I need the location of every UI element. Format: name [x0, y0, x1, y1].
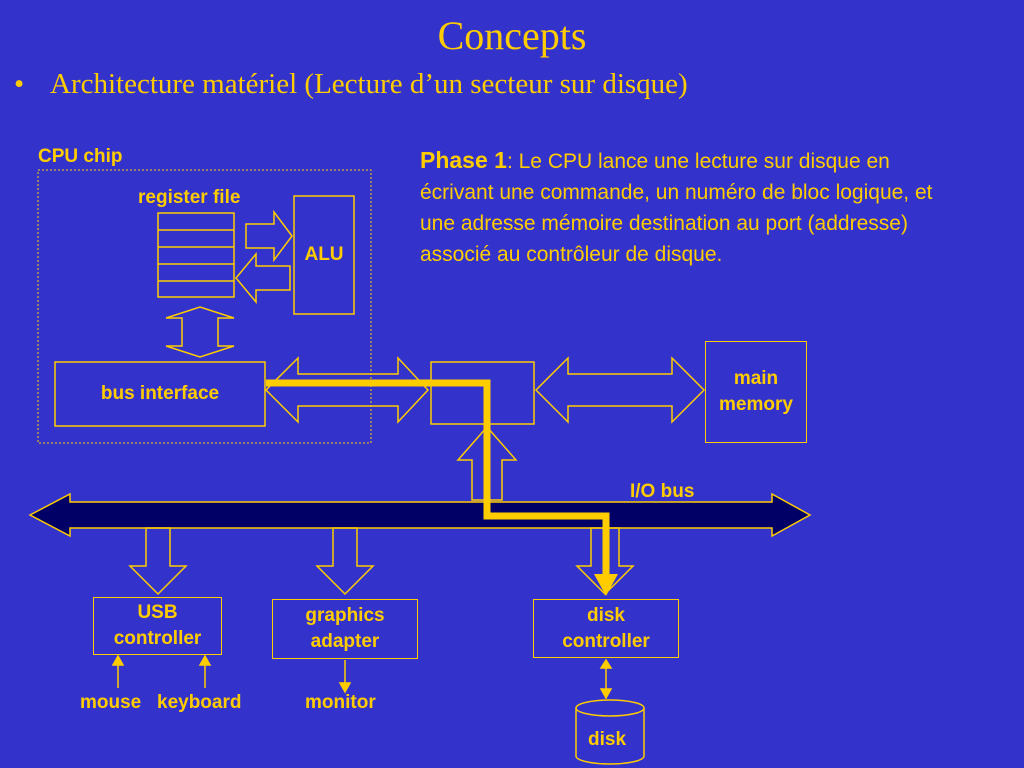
cpu-chip-label: CPU chip — [38, 146, 123, 167]
io-bus-label: I/O bus — [630, 481, 695, 502]
highlight-arrow-head — [594, 574, 618, 596]
arrow-keyboard-head — [198, 654, 212, 666]
disk-cylinder — [575, 699, 645, 765]
usb-controller-box: USB controller — [93, 597, 222, 655]
keyboard-label: keyboard — [157, 692, 242, 713]
arrow-bridge-memory — [534, 356, 706, 424]
graphics-adapter-box: graphics adapter — [272, 599, 418, 659]
io-bridge-box — [430, 361, 535, 425]
arrow-register-to-alu — [245, 209, 293, 263]
bus-interface-label: bus interface — [100, 383, 220, 404]
arrow-alu-to-register — [235, 251, 291, 305]
arrow-mouse-head — [111, 654, 125, 666]
slide-title: Concepts — [437, 13, 587, 58]
disk-controller-box: disk controller — [533, 599, 679, 658]
arrow-disk-head-up — [599, 658, 613, 669]
alu-label: ALU — [304, 244, 344, 265]
cpu-chip-boundary — [37, 169, 372, 444]
bus-interface-box — [54, 361, 266, 427]
arrow-bus-to-bridge — [456, 425, 518, 501]
phase-description: Phase 1: Le CPU lance une lecture sur di… — [420, 145, 965, 270]
register-file — [157, 212, 235, 298]
disk-label: disk — [588, 729, 627, 750]
arrow-monitor-head — [338, 682, 352, 694]
arrow-disk-head-down — [599, 688, 613, 700]
highlight-data-path — [266, 379, 610, 580]
arrow-bus-to-usb — [128, 527, 188, 596]
arrow-bus-interface-bridge — [264, 356, 430, 424]
alu-box — [293, 195, 355, 315]
arrow-register-bus-interface — [165, 306, 235, 358]
monitor-label: monitor — [305, 692, 376, 713]
arrow-bus-to-disk-controller — [575, 527, 635, 596]
bullet-text: Architecture matériel (Lecture d’un sect… — [50, 68, 688, 100]
mouse-label: mouse — [80, 692, 142, 713]
io-bus — [28, 492, 812, 538]
bullet-point: • Architecture matériel (Lecture d’un sec… — [14, 68, 688, 101]
main-memory-box: main memory — [705, 341, 807, 443]
bullet-marker: • — [14, 68, 25, 100]
register-file-label: register file — [138, 187, 241, 208]
phase-label: Phase 1 — [420, 147, 507, 173]
phase-text: : Le CPU lance une lecture sur disque en… — [420, 150, 933, 266]
arrow-bus-to-graphics — [315, 527, 375, 596]
